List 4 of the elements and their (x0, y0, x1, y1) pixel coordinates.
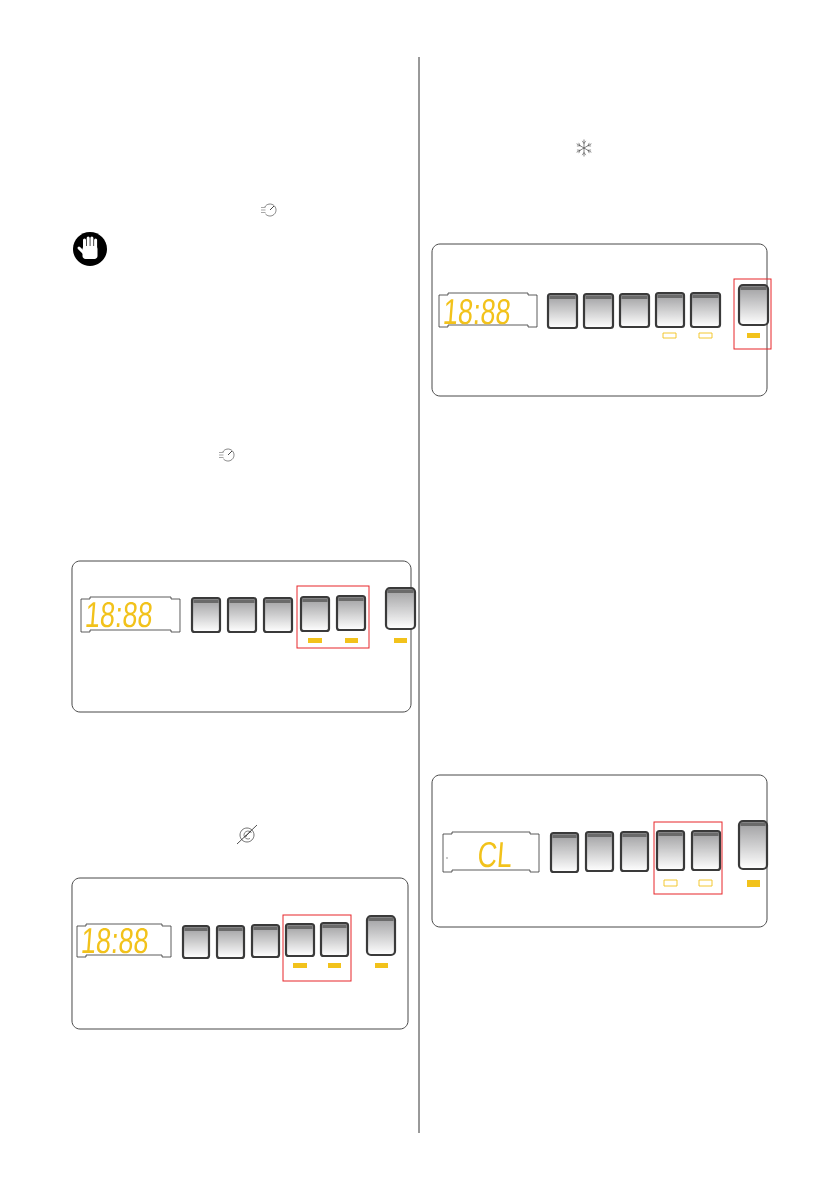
digital-display: 18:88 (80, 596, 181, 633)
digital-display: 18:88 (76, 923, 172, 958)
digital-display: CL (442, 831, 540, 873)
digital-display: 18:88 (438, 292, 538, 328)
